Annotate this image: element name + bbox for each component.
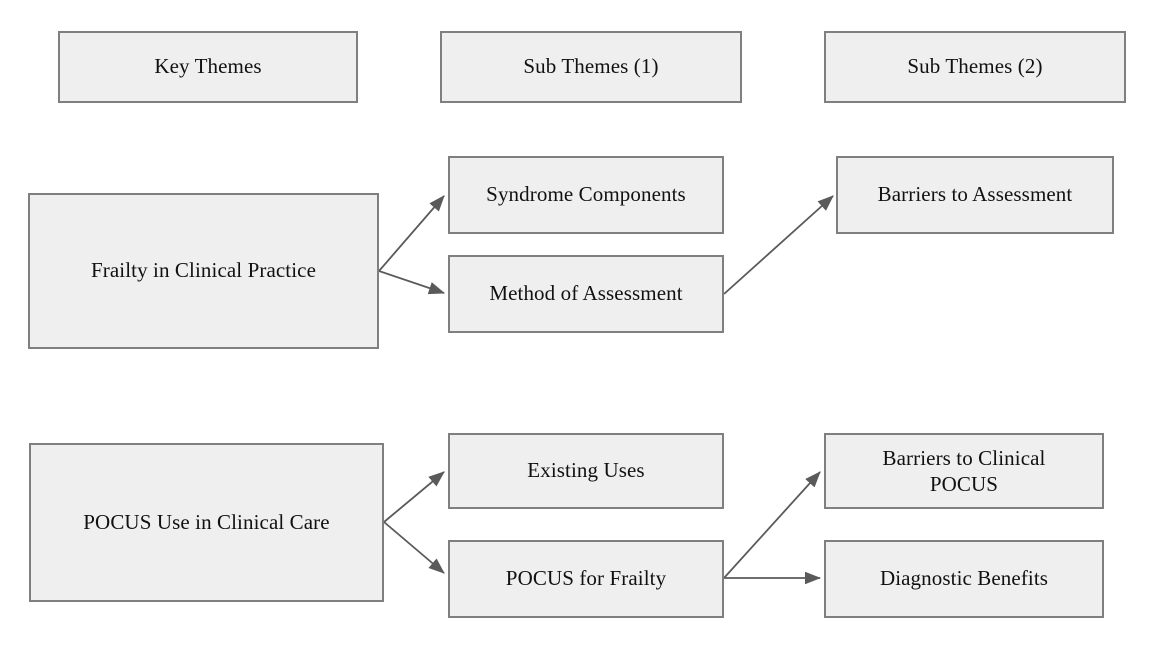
node-existing-uses[interactable]: Existing Uses [448,433,724,509]
header-sub-themes-2-label: Sub Themes (2) [907,54,1043,79]
node-frailty-in-clinical-practice-label: Frailty in Clinical Practice [91,258,316,283]
node-pocus-for-frailty-label: POCUS for Frailty [505,566,667,591]
header-sub-themes-2[interactable]: Sub Themes (2) [824,31,1126,103]
node-frailty-in-clinical-practice[interactable]: Frailty in Clinical Practice [28,193,379,349]
node-barriers-to-assessment[interactable]: Barriers to Assessment [836,156,1114,234]
edge-method-of-assessment-to-barriers-to-assessment [723,195,834,295]
node-pocus-use-in-clinical-care-label: POCUS Use in Clinical Care [83,509,330,534]
node-diagnostic-benefits-label: Diagnostic Benefits [879,566,1049,591]
node-method-of-assessment[interactable]: Method of Assessment [448,255,724,333]
node-syndrome-components-label: Syndrome Components [486,182,686,207]
header-sub-themes-1-label: Sub Themes (1) [523,54,659,79]
header-key-themes-label: Key Themes [154,54,262,79]
edge-pocus-use-to-pocus-for-frailty [383,521,445,574]
node-method-of-assessment-label: Method of Assessment [489,281,683,306]
node-pocus-use-in-clinical-care[interactable]: POCUS Use in Clinical Care [29,443,384,602]
edge-frailty-to-syndrome-components [378,195,445,272]
node-syndrome-components[interactable]: Syndrome Components [448,156,724,234]
header-key-themes[interactable]: Key Themes [58,31,358,103]
node-barriers-to-clinical-pocus-label: Barriers to Clinical POCUS [882,445,1046,496]
node-pocus-for-frailty[interactable]: POCUS for Frailty [448,540,724,618]
edge-pocus-use-to-existing-uses [383,471,445,523]
edge-frailty-to-method-of-assessment [378,270,446,295]
node-barriers-to-clinical-pocus[interactable]: Barriers to Clinical POCUS [824,433,1104,509]
node-diagnostic-benefits[interactable]: Diagnostic Benefits [824,540,1104,618]
node-barriers-to-assessment-label: Barriers to Assessment [877,182,1073,207]
header-sub-themes-1[interactable]: Sub Themes (1) [440,31,742,103]
node-existing-uses-label: Existing Uses [527,458,645,483]
edge-pocus-for-frailty-to-barriers-to-clinical-pocus [723,471,821,579]
